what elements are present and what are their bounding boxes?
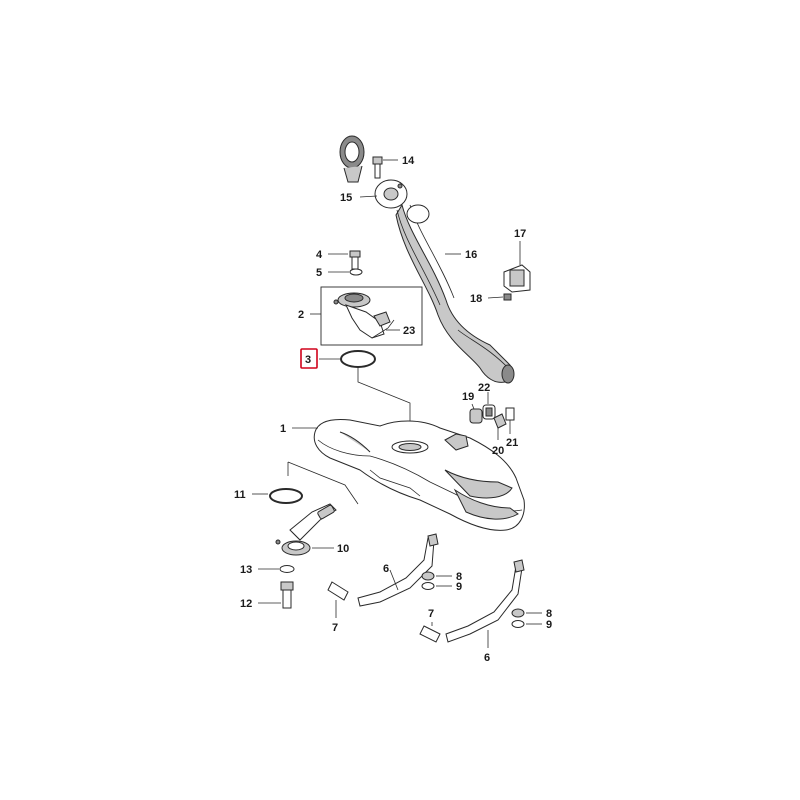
- callout-7a: 7: [332, 622, 338, 634]
- bolt-18: [503, 293, 512, 301]
- fuel-sender-10: [275, 503, 337, 556]
- callout-14: 14: [402, 155, 415, 167]
- fitting-20: [493, 413, 507, 429]
- filler-hose-16: [395, 203, 515, 384]
- washer-9-left: [421, 582, 435, 590]
- callout-15: 15: [340, 192, 352, 204]
- o-ring-11: [269, 488, 303, 504]
- o-ring-3: [340, 350, 376, 368]
- callout-9b: 9: [546, 619, 552, 631]
- callout-2: 2: [298, 309, 304, 321]
- callout-21: 21: [506, 437, 518, 449]
- bushing-7-left: [327, 581, 349, 601]
- callout-16: 16: [465, 249, 477, 261]
- callout-10: 10: [337, 543, 349, 555]
- bolt-14: [372, 156, 383, 179]
- callout-8b: 8: [546, 608, 552, 620]
- fuel-pump-module: [333, 292, 395, 339]
- callout-9a: 9: [456, 581, 462, 593]
- callout-22: 22: [478, 382, 490, 394]
- fuel-tank-1: [313, 419, 525, 531]
- tank-strap-6-right: [445, 559, 525, 643]
- fitting-22: [482, 404, 496, 420]
- washer-9-right: [511, 620, 525, 628]
- callout-6b: 6: [484, 652, 490, 664]
- callout-12: 12: [240, 598, 252, 610]
- washer-5: [349, 268, 363, 276]
- nut-8-left: [421, 571, 435, 581]
- callout-7b: 7: [428, 608, 434, 620]
- callout-13: 13: [240, 564, 252, 576]
- tank-strap-6-left: [357, 533, 439, 607]
- assembly-guide-line-2: [287, 461, 359, 505]
- callout-17: 17: [514, 228, 526, 240]
- callout-19: 19: [462, 391, 474, 403]
- pump-module-group-box: [320, 286, 423, 346]
- callout-8a: 8: [456, 571, 462, 583]
- callout-4: 4: [316, 249, 323, 261]
- callout-20: 20: [492, 445, 504, 457]
- callout-11: 11: [234, 489, 246, 501]
- washer-13: [279, 565, 295, 573]
- callout-5: 5: [316, 267, 322, 279]
- bushing-7-right: [419, 625, 441, 643]
- bolt-4: [349, 250, 361, 270]
- callout-6a: 6: [383, 563, 389, 575]
- fitting-21: [505, 407, 515, 421]
- fitting-19: [469, 408, 483, 424]
- highlight-box-3: [300, 348, 318, 369]
- bolt-12: [280, 581, 294, 609]
- callout-3: 3: [305, 354, 311, 366]
- nut-8-right: [511, 608, 525, 618]
- callout-18: 18: [470, 293, 482, 305]
- hose-clip-17: [503, 264, 531, 293]
- pump-part-23: [373, 311, 391, 327]
- callout-23: 23: [403, 325, 415, 337]
- callout-1: 1: [280, 423, 286, 435]
- filler-flange-15: [374, 179, 408, 209]
- filler-cap: [339, 135, 365, 183]
